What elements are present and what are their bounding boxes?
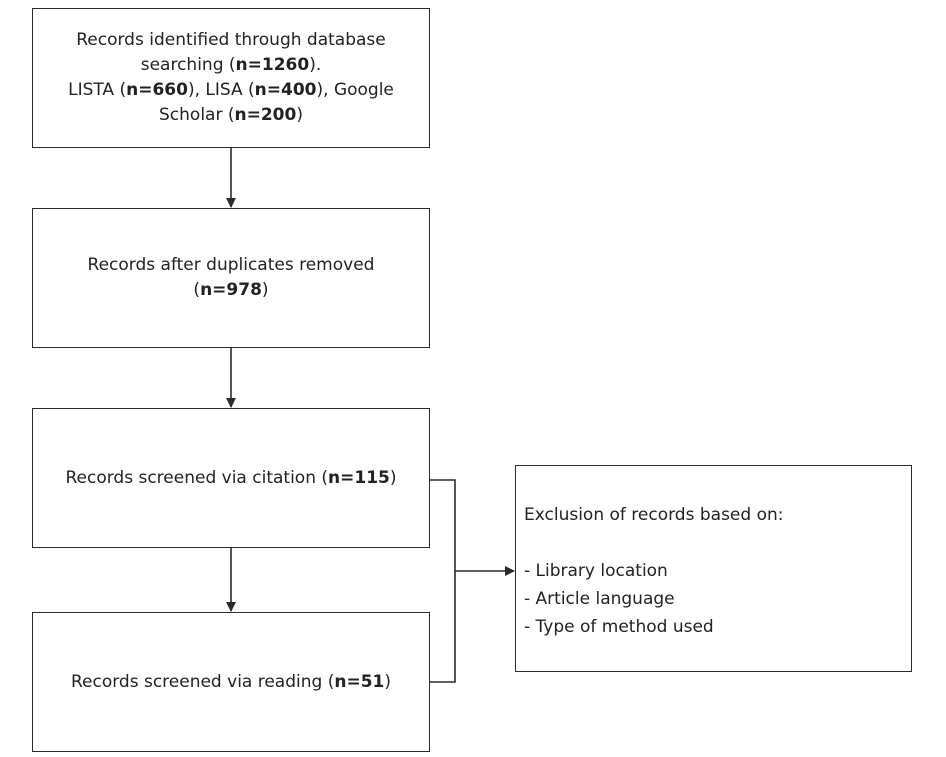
count-value: n=660 <box>126 80 188 100</box>
count-value: n=978 <box>200 280 262 300</box>
records-deduplicated-box: Records after duplicates removed (n=978) <box>32 208 430 348</box>
text-run: ) <box>296 105 303 125</box>
text-run: ). <box>309 55 322 75</box>
exclusion-item: - Article language <box>524 589 675 609</box>
text-run: Records identified through database <box>76 30 386 50</box>
records-screened-reading-text: Records screened via reading (n=51) <box>61 670 401 695</box>
box-text-line: (n=978) <box>88 278 375 303</box>
box-text-line: searching (n=1260). <box>68 53 394 78</box>
count-value: n=115 <box>328 467 390 488</box>
count-value: n=400 <box>254 80 317 100</box>
exclusion-list: - Library location - Article language - … <box>524 557 903 641</box>
text-run: Records screened via citation ( <box>65 467 329 488</box>
box-text-line: Records after duplicates removed <box>88 253 375 278</box>
count-value: n=200 <box>234 105 297 125</box>
count-value: n=1260 <box>235 55 310 75</box>
records-identified-box: Records identified through database searc… <box>32 8 430 148</box>
box-text-line: Scholar (n=200) <box>68 103 394 128</box>
text-run: ( <box>193 280 201 300</box>
box-text-line: Records identified through database <box>68 28 394 53</box>
exclusion-heading: Exclusion of records based on: <box>524 505 784 525</box>
text-run: ), Google <box>316 80 394 100</box>
text-run: ) <box>261 280 269 300</box>
bracket-to-exclusion <box>430 479 456 683</box>
box-text-line: LISTA (n=660), LISA (n=400), Google <box>68 78 394 103</box>
records-screened-citation-text: Records screened via citation (n=115) <box>55 466 406 491</box>
records-identified-text: Records identified through database searc… <box>58 28 404 128</box>
text-run: Records screened via reading ( <box>70 671 335 692</box>
text-run: ), LISA ( <box>187 80 255 100</box>
exclusion-item: - Library location <box>524 561 668 581</box>
text-run: Scholar ( <box>159 105 235 125</box>
records-screened-reading-box: Records screened via reading (n=51) <box>32 612 430 752</box>
count-value: n=51 <box>334 671 385 692</box>
box-text-line: Records screened via reading (n=51) <box>71 670 391 695</box>
exclusion-criteria-box: Exclusion of records based on: - Library… <box>515 465 912 672</box>
text-run: LISTA ( <box>68 80 127 100</box>
text-run: Records after duplicates removed <box>87 255 375 275</box>
text-run: searching ( <box>140 55 236 75</box>
records-screened-citation-box: Records screened via citation (n=115) <box>32 408 430 548</box>
text-run: ) <box>384 671 392 692</box>
box-text-line: Records screened via citation (n=115) <box>65 466 396 491</box>
records-deduplicated-text: Records after duplicates removed (n=978) <box>78 253 385 303</box>
text-run: ) <box>389 467 397 488</box>
exclusion-item: - Type of method used <box>524 617 714 637</box>
